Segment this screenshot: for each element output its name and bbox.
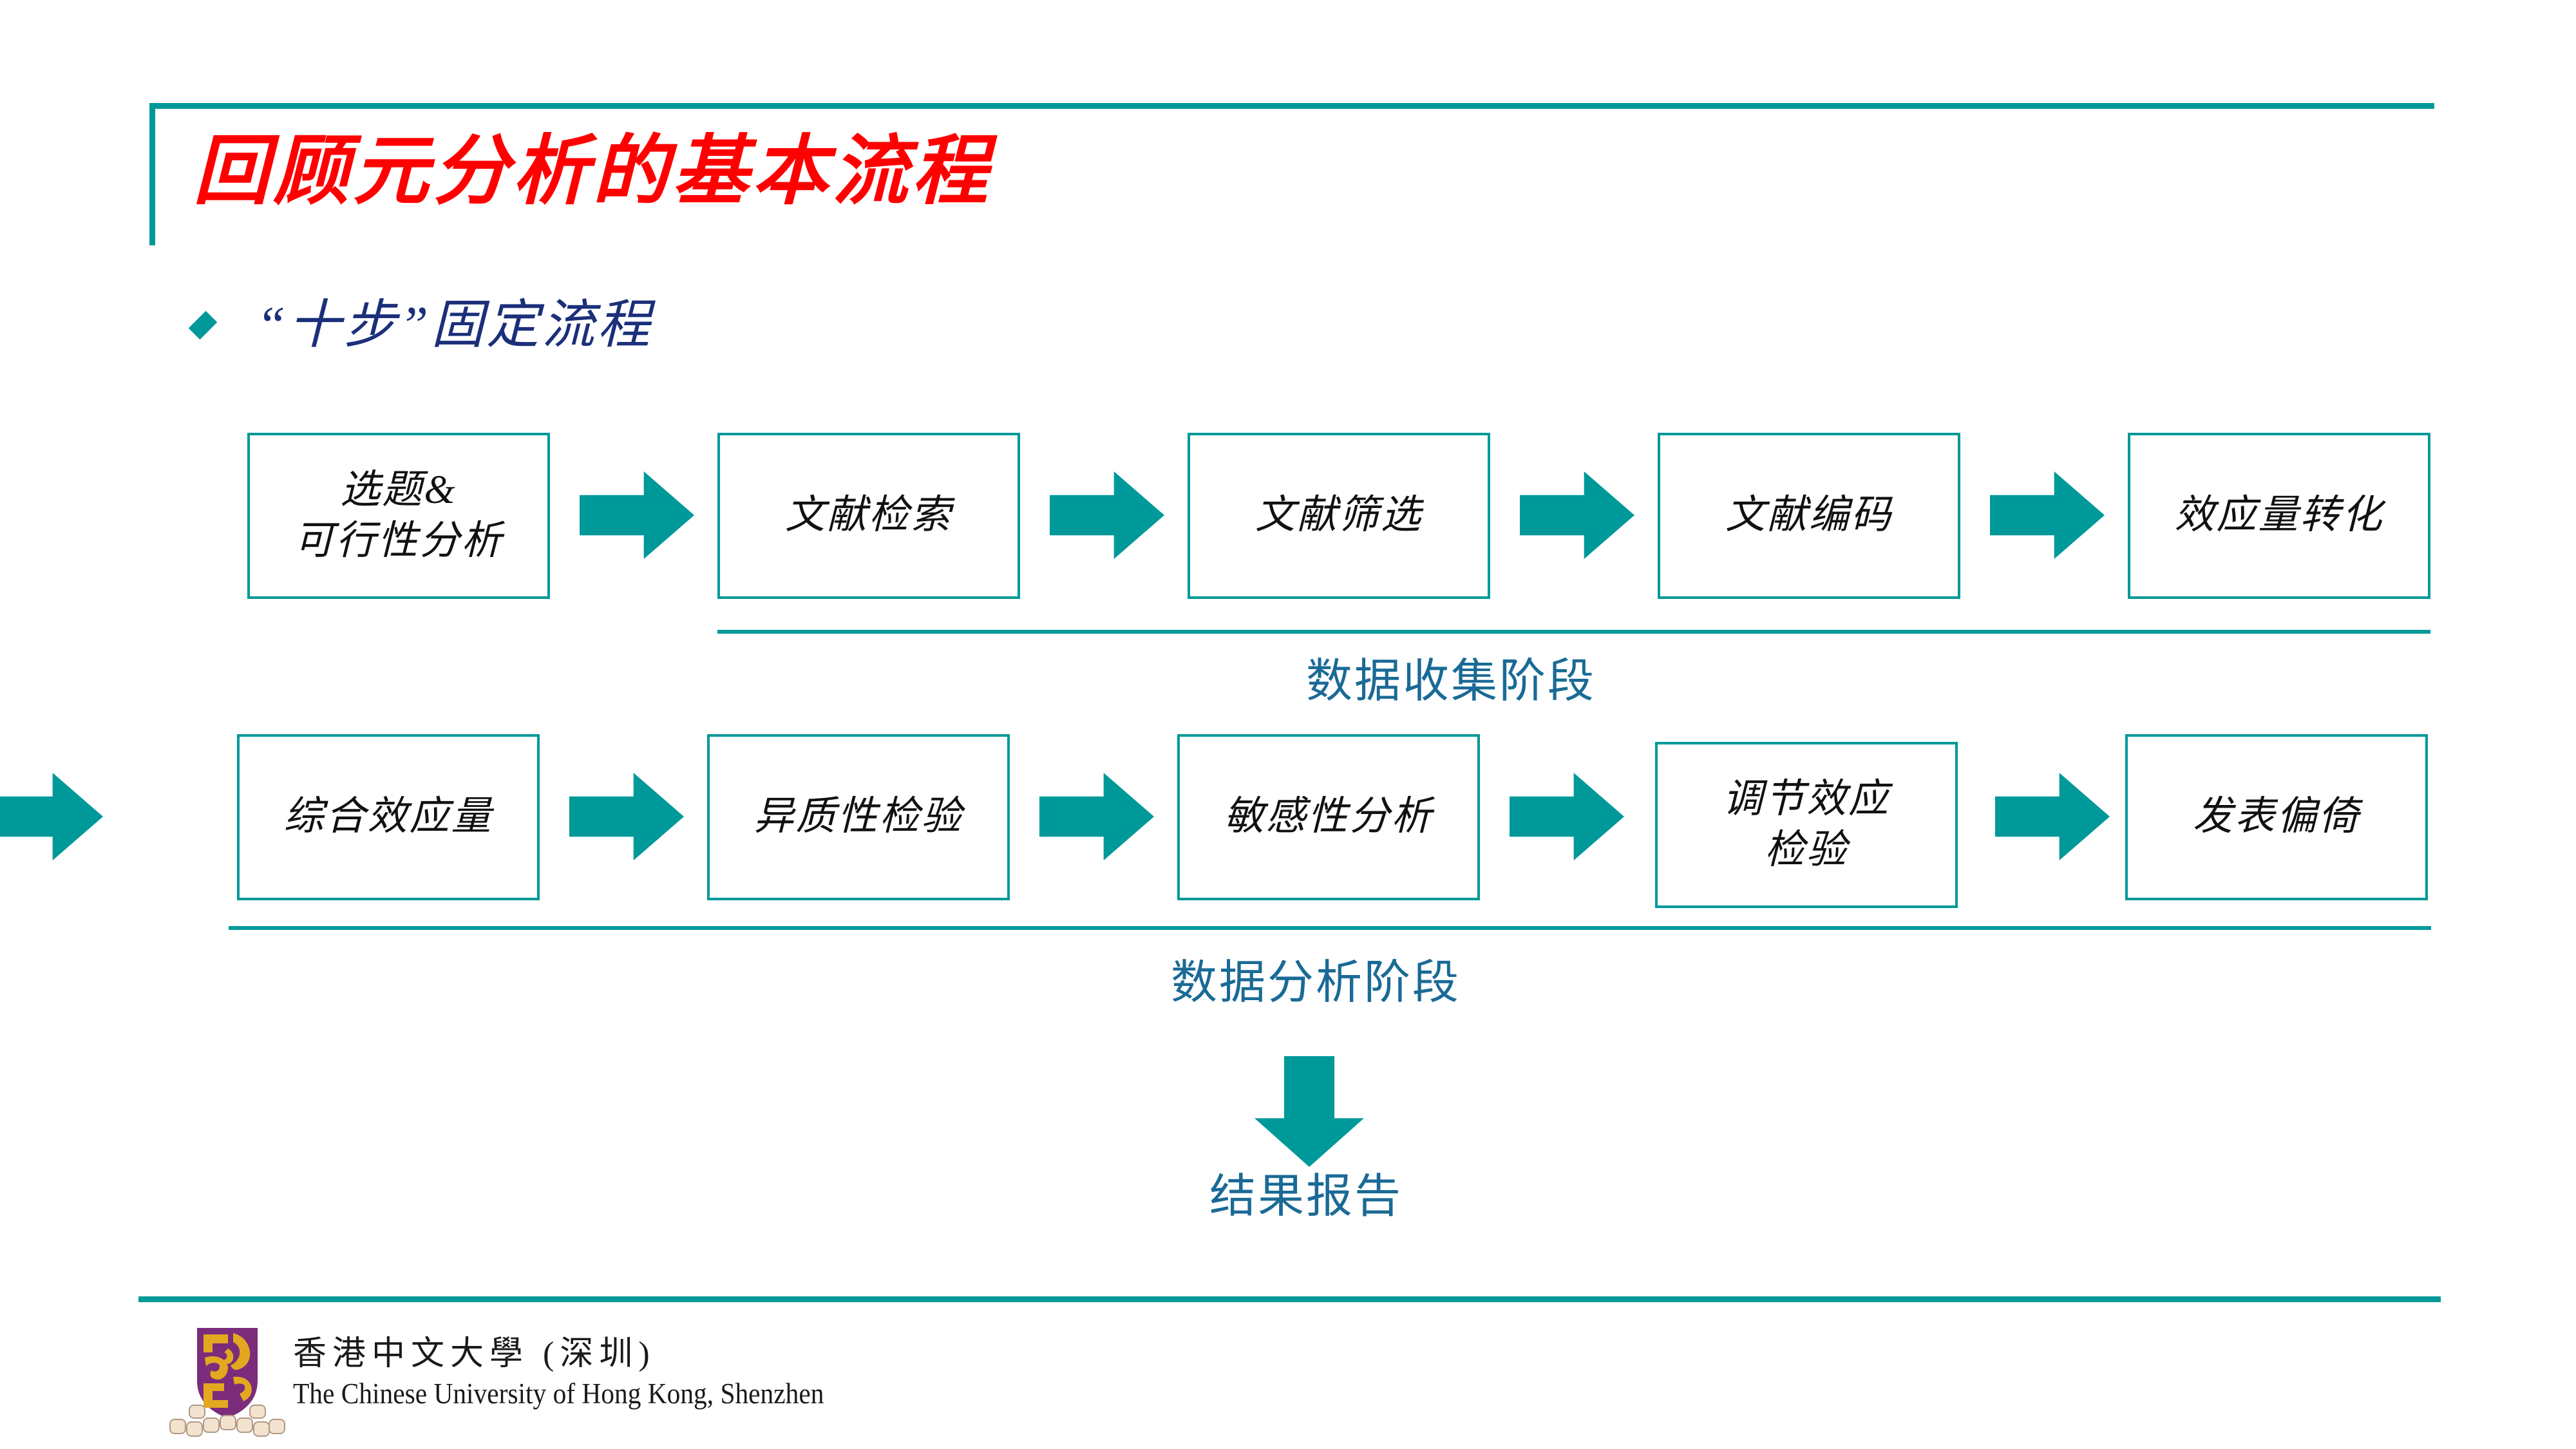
arrow-right-icon: [1995, 773, 2110, 860]
arrow-right-icon: [1039, 773, 1154, 860]
footer-rule: [138, 1296, 2441, 1302]
flow-box-row1-3[interactable]: 文献筛选: [1188, 433, 1490, 599]
stage-divider-analysis: [229, 926, 2431, 930]
bullet-label: “十步”固定流程: [256, 296, 653, 354]
flow-box-row1-1[interactable]: 选题& 可行性分析: [247, 433, 550, 599]
flow-box-label: 敏感性分析: [1224, 795, 1434, 839]
arrow-down-icon: [1255, 1056, 1364, 1167]
footer-university-name: 香港中文大學 (深圳) The Chinese University of Ho…: [293, 1336, 870, 1411]
arrow-right-icon: [1520, 471, 1634, 559]
flow-box-row2-2[interactable]: 异质性检验: [707, 734, 1010, 900]
flow-box-row2-4[interactable]: 调节效应 检验: [1655, 742, 1958, 908]
arrow-right-icon: [569, 773, 684, 860]
flow-box-row1-4[interactable]: 文献编码: [1658, 433, 1960, 599]
stage-label-collection: 数据收集阶段: [1306, 656, 1596, 707]
flow-box-row1-2[interactable]: 文献检索: [717, 433, 1020, 599]
flow-box-label: 文献编码: [1725, 493, 1893, 538]
flow-box-label: 发表偏倚: [2192, 795, 2360, 839]
result-report-label: 结果报告: [1209, 1171, 1403, 1222]
flow-box-row2-1[interactable]: 综合效应量: [237, 734, 540, 900]
flow-box-row2-5[interactable]: 发表偏倚: [2125, 734, 2428, 900]
arrow-right-icon: [1990, 471, 2105, 559]
footer-name-cn: 香港中文大學 (深圳): [293, 1336, 656, 1372]
footer-name-en: The Chinese University of Hong Kong, She…: [293, 1378, 824, 1410]
flow-box-label: 异质性检验: [753, 795, 963, 839]
flow-box-label: 调节效应 检验: [1722, 777, 1890, 872]
flow-box-label: 综合效应量: [283, 795, 493, 839]
flow-box-row1-5[interactable]: 效应量转化: [2128, 433, 2430, 599]
flow-box-label: 文献筛选: [1255, 493, 1423, 538]
cuhk-shenzhen-crest-logo-icon: [166, 1324, 289, 1440]
title-left-rule: [149, 103, 155, 245]
arrow-right-icon: [1510, 773, 1624, 860]
flow-box-row2-3[interactable]: 敏感性分析: [1177, 734, 1480, 900]
flow-box-label: 文献检索: [784, 493, 952, 538]
title-top-rule: [149, 103, 2434, 109]
page-title: 回顾元分析的基本流程: [193, 129, 992, 214]
stage-label-analysis: 数据分析阶段: [1171, 957, 1461, 1009]
flow-box-label: 效应量转化: [2174, 493, 2384, 538]
arrow-right-icon: [1050, 471, 1164, 559]
bullet-row: “十步”固定流程: [188, 296, 653, 354]
stage-divider-collection: [717, 630, 2430, 634]
arrow-right-icon: [580, 471, 694, 559]
arrow-right-icon: [0, 773, 103, 860]
flow-box-label: 选题& 可行性分析: [294, 468, 504, 563]
diamond-bullet-icon: [188, 310, 218, 340]
